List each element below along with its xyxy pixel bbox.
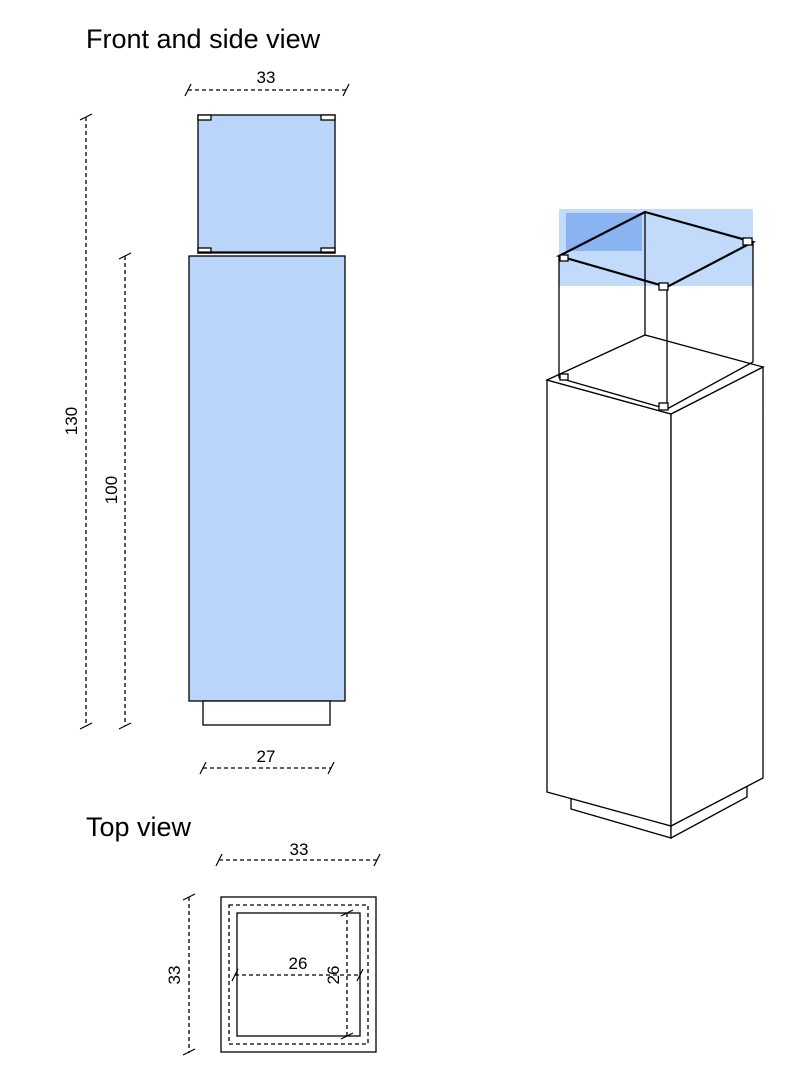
top-inner-height-dimension: 26	[324, 909, 354, 1040]
top-inner-width-label: 26	[289, 954, 308, 973]
top-outer-square	[220, 896, 377, 1053]
front-top-width-label: 33	[257, 68, 276, 87]
plinth-base	[202, 700, 331, 726]
top-width-dimension: 33	[215, 840, 381, 867]
front-view: 33 130 100 27	[62, 68, 350, 775]
front-top-width-dimension: 33	[184, 68, 350, 97]
top-view-heading: Top view	[86, 812, 192, 842]
iso-body-top-face	[545, 334, 765, 415]
top-inner-height-label: 26	[324, 966, 343, 985]
iso-glass-clip	[559, 254, 569, 262]
front-total-height-dimension: 130	[62, 113, 93, 730]
front-side-view-heading: Front and side view	[86, 24, 321, 54]
glass-clip	[197, 114, 212, 121]
iso-body-left-face	[546, 379, 672, 827]
iso-glass-clip	[658, 282, 669, 291]
top-glass-outline	[228, 904, 369, 1045]
top-height-label: 33	[165, 966, 184, 985]
front-total-height-label: 130	[62, 407, 81, 435]
front-base-width-label: 27	[257, 747, 276, 766]
top-view: 33 33 26 26	[165, 840, 381, 1056]
glass-clip	[320, 247, 336, 254]
top-inner-width-dimension: 26	[231, 954, 364, 982]
top-height-dimension: 33	[165, 893, 196, 1056]
plinth-body	[188, 255, 346, 702]
front-body-height-label: 100	[102, 476, 121, 504]
glass-top-panel	[197, 114, 336, 254]
iso-body-right-face	[670, 365, 764, 828]
glass-clip	[320, 114, 336, 121]
iso-glass-clip	[742, 237, 753, 246]
isometric-view	[545, 209, 765, 840]
front-base-width-dimension: 27	[199, 747, 335, 775]
top-width-label: 33	[290, 840, 309, 859]
iso-glass-clip	[559, 373, 569, 381]
iso-glass-clip	[658, 402, 669, 411]
front-body-height-dimension: 100	[102, 252, 132, 730]
glass-clip	[197, 247, 212, 254]
